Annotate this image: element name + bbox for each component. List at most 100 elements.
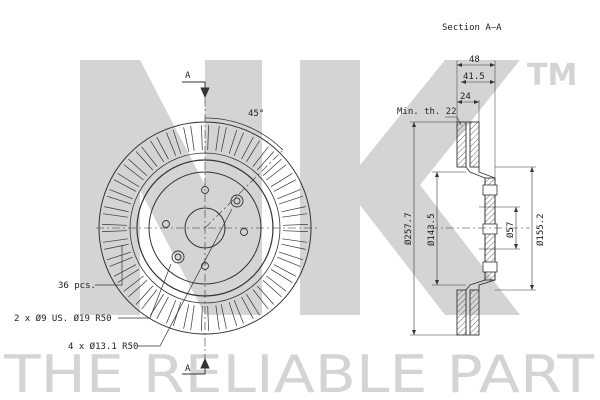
- vent-line: [220, 127, 227, 152]
- vent-line: [123, 275, 144, 292]
- vent-line: [273, 179, 297, 192]
- dim-outer-diameter: Ø257.7: [403, 212, 414, 245]
- vent-line: [207, 305, 209, 331]
- vent-line: [282, 224, 308, 226]
- vent-line: [166, 300, 177, 324]
- vent-line: [183, 304, 190, 329]
- vent-line: [102, 213, 128, 218]
- tm-mark: TM: [527, 58, 577, 93]
- vents-callout: 36 pcs.: [58, 281, 96, 291]
- section-title: Section A–A: [442, 23, 502, 33]
- vent-line: [282, 230, 308, 232]
- vent-line: [141, 289, 158, 310]
- vent-line: [183, 127, 190, 152]
- vent-line: [150, 140, 164, 163]
- vent-line: [135, 151, 154, 171]
- vent-line: [135, 285, 154, 305]
- vent-line: [256, 285, 275, 305]
- vent-line: [281, 206, 306, 213]
- vent-line: [106, 195, 131, 205]
- vent-line: [215, 305, 220, 331]
- vent-line: [109, 256, 133, 267]
- angle-label: 45°: [248, 109, 264, 119]
- large-holes-callout: 4 x Ø13.1 R50: [68, 341, 138, 352]
- vent-line: [241, 136, 254, 160]
- vent-line: [252, 289, 269, 310]
- vent-line: [252, 146, 269, 167]
- vent-line: [241, 296, 254, 320]
- vent-line: [256, 151, 275, 171]
- tagline: THE RELIABLE PART: [3, 345, 594, 400]
- section-view: [410, 60, 536, 336]
- vent-line: [102, 224, 128, 226]
- vent-line: [246, 293, 260, 316]
- bolt-hole-sections: [482, 184, 498, 273]
- vent-line: [262, 158, 282, 177]
- vent-line: [279, 195, 304, 205]
- nk-logo: [80, 60, 520, 315]
- large-hole: [171, 250, 185, 264]
- vent-line: [117, 173, 140, 187]
- vent-line: [104, 206, 129, 213]
- vent-line: [282, 213, 308, 218]
- vent-line: [279, 251, 304, 261]
- front-view: [95, 81, 318, 375]
- left-friction-ring-bottom: [456, 289, 467, 336]
- vent-line: [166, 132, 177, 156]
- vent-line: [172, 129, 182, 154]
- front-view-labels: A A 45° 36 pcs. 2 x Ø9 US. Ø19 R50 4 x Ø…: [14, 71, 264, 374]
- vent-line: [123, 164, 144, 181]
- angle-arc: [204, 117, 284, 151]
- vent-line: [128, 279, 148, 298]
- vent-line: [270, 173, 293, 187]
- left-friction-ring-top: [456, 121, 467, 168]
- vent-line: [201, 305, 203, 331]
- vent-line: [117, 269, 140, 283]
- vent-line: [282, 238, 308, 243]
- small-hole: [162, 220, 170, 228]
- right-friction-ring-bottom: [469, 289, 480, 336]
- dim-thickness: 24: [460, 92, 471, 102]
- vent-line: [228, 302, 238, 327]
- vent-line: [266, 275, 287, 292]
- vent-line: [266, 164, 287, 181]
- vent-line: [228, 129, 238, 154]
- section-markers: [182, 81, 210, 375]
- dim-hat-height: 41.5: [463, 72, 485, 82]
- large-hole: [174, 253, 182, 261]
- vent-line: [141, 146, 158, 167]
- vent-line: [128, 158, 148, 177]
- vent-line: [102, 238, 128, 243]
- vent-line: [277, 256, 301, 267]
- vent-line: [270, 269, 293, 283]
- vent-line: [262, 279, 282, 298]
- vent-line: [156, 296, 169, 320]
- vent-line: [113, 264, 137, 277]
- dim-inner-diameter: Ø155.2: [535, 213, 546, 246]
- vent-line: [220, 304, 227, 329]
- dim-center-bore: Ø57: [505, 222, 516, 238]
- vent-ring: [102, 125, 308, 331]
- section-marker-top: A: [185, 71, 191, 81]
- center-lines: [96, 82, 318, 374]
- vent-line: [106, 251, 131, 261]
- min-thickness-label: Min. th. 22: [397, 107, 457, 117]
- vent-line: [190, 125, 195, 151]
- large-hole: [230, 194, 244, 208]
- vent-line: [113, 179, 137, 192]
- vent-line: [246, 140, 260, 163]
- section-view-labels: Section A–A Min. th. 22 48 41.5 24 Ø257.…: [397, 23, 546, 246]
- section-marker-bottom: A: [185, 364, 191, 374]
- vent-line: [281, 243, 306, 250]
- vent-line: [215, 125, 220, 151]
- vent-line: [109, 189, 133, 200]
- vent-line: [273, 264, 297, 277]
- small-hole: [240, 228, 248, 236]
- large-hole: [233, 197, 241, 205]
- arrowheads: [412, 63, 534, 335]
- vent-line: [233, 132, 244, 156]
- vent-line: [201, 125, 203, 151]
- right-friction-ring-top: [469, 121, 480, 168]
- small-hole: [201, 186, 209, 194]
